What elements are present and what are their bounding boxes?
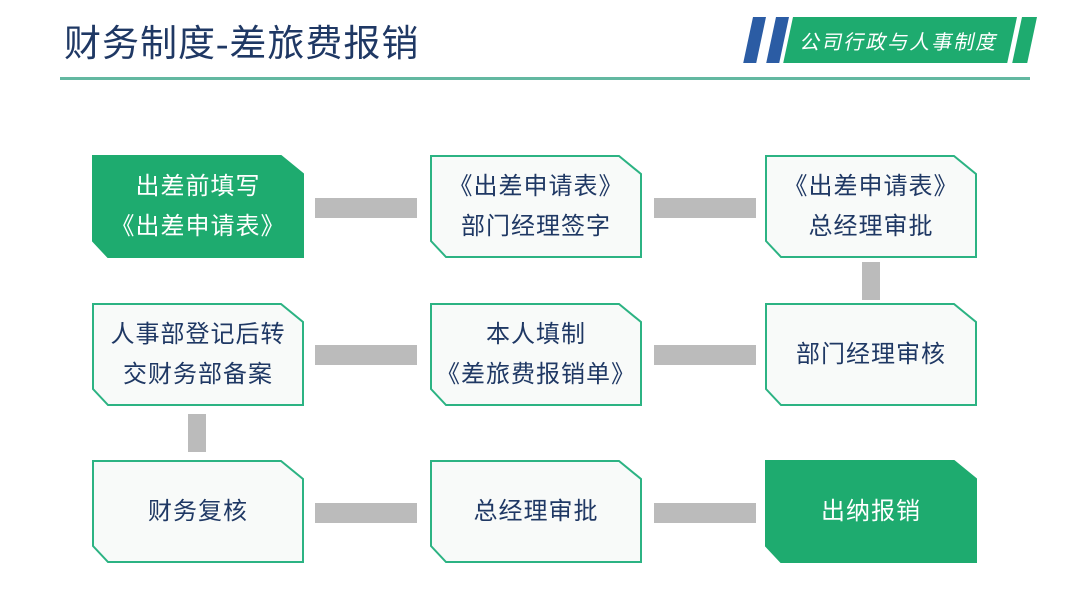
- node-shape: [92, 303, 304, 406]
- flow-node-gm-approve-expense: 总经理审批: [430, 460, 642, 563]
- flow-node-fill-application: 出差前填写 《出差申请表》: [92, 155, 304, 258]
- node-label-line: 《出差申请表》: [448, 173, 624, 200]
- node-label-line: 总经理审批: [808, 213, 934, 240]
- node-label-line: 本人填制: [486, 321, 586, 348]
- node-label-line: 部门经理签字: [461, 213, 611, 240]
- flow-node-finance-recheck: 财务复核: [92, 460, 304, 563]
- node-label: 人事部登记后转 交财务部备案: [92, 303, 304, 406]
- connector-row2-a: [315, 345, 417, 365]
- flow-node-cashier-reimburse: 出纳报销: [765, 460, 977, 563]
- node-label-line: 《出差申请表》: [783, 173, 959, 200]
- node-label: 部门经理审核: [765, 303, 977, 406]
- node-label: 《出差申请表》 部门经理签字: [430, 155, 642, 258]
- connector-col3-vertical: [862, 262, 880, 300]
- node-label-line: 《出差申请表》: [110, 213, 286, 240]
- slide-title: 财务制度-差旅费报销: [64, 24, 420, 65]
- connector-row3-a: [315, 503, 417, 523]
- node-label-line: 总经理审批: [473, 498, 599, 525]
- flow-node-fill-reimbursement-form: 本人填制 《差旅费报销单》: [430, 303, 642, 406]
- node-label: 《出差申请表》 总经理审批: [765, 155, 977, 258]
- node-shape: [765, 303, 977, 406]
- category-badge-label: 公司行政与人事制度: [798, 31, 1001, 54]
- node-shape: [430, 460, 642, 563]
- header-divider: [60, 77, 1030, 80]
- node-label: 财务复核: [92, 460, 304, 563]
- connector-row1-b: [654, 198, 756, 218]
- node-shape: [430, 303, 642, 406]
- connector-row3-b: [654, 503, 756, 523]
- connector-row1-a: [315, 198, 417, 218]
- node-label: 总经理审批: [430, 460, 642, 563]
- node-label-line: 出纳报销: [821, 498, 921, 525]
- node-label: 出差前填写 《出差申请表》: [92, 155, 304, 258]
- flow-node-dept-manager-review: 部门经理审核: [765, 303, 977, 406]
- node-label-line: 部门经理审核: [796, 341, 946, 368]
- node-label: 出纳报销: [765, 460, 977, 563]
- node-shape: [92, 460, 304, 563]
- category-badge: 公司行政与人事制度: [783, 17, 1017, 63]
- node-shape: [765, 460, 977, 563]
- node-label-line: 《差旅费报销单》: [436, 361, 636, 388]
- node-label-line: 财务复核: [148, 498, 248, 525]
- node-shape: [430, 155, 642, 258]
- node-label: 本人填制 《差旅费报销单》: [430, 303, 642, 406]
- flow-node-gm-approve-application: 《出差申请表》 总经理审批: [765, 155, 977, 258]
- node-label-line: 人事部登记后转: [110, 321, 286, 348]
- connector-col1-vertical: [188, 414, 206, 452]
- node-label-line: 出差前填写: [135, 173, 261, 200]
- flow-node-dept-manager-sign: 《出差申请表》 部门经理签字: [430, 155, 642, 258]
- node-shape: [765, 155, 977, 258]
- node-shape: [92, 155, 304, 258]
- badge-sliver-decor: [1012, 17, 1037, 63]
- connector-row2-b: [654, 345, 756, 365]
- flow-node-hr-register: 人事部登记后转 交财务部备案: [92, 303, 304, 406]
- badge-slash-decor-1: [743, 17, 766, 63]
- node-label-line: 交财务部备案: [123, 361, 273, 388]
